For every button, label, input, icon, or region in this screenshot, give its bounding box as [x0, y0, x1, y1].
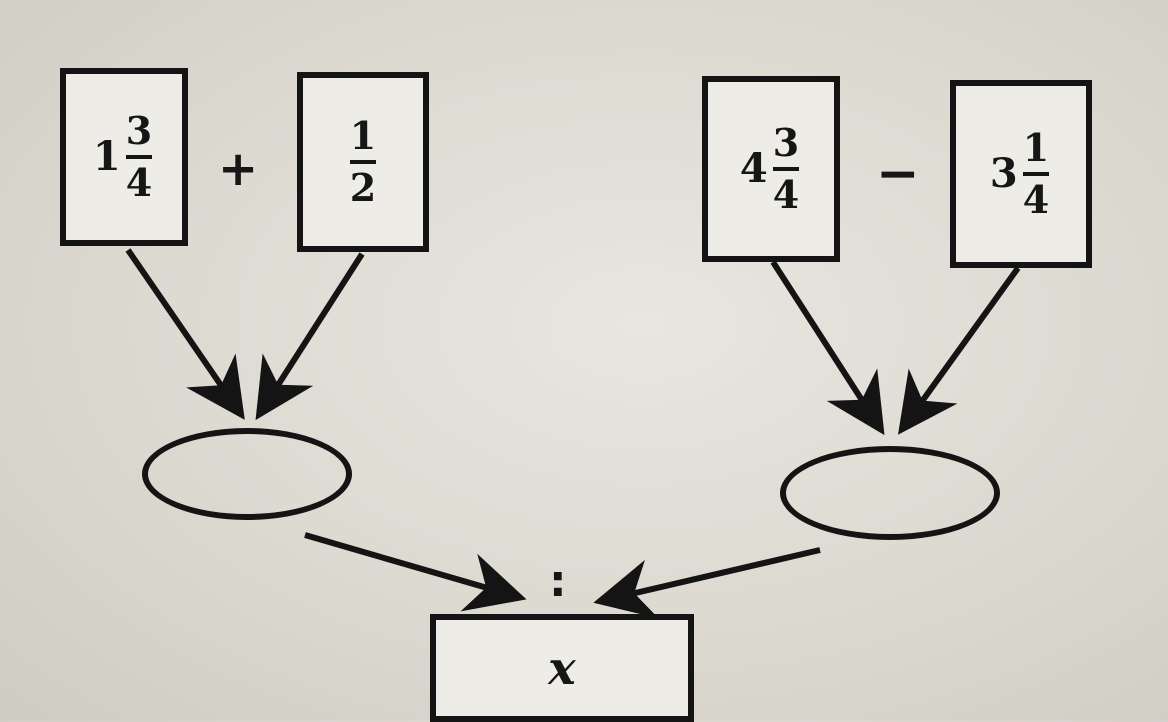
arrow-right-box2-to-oval [897, 266, 1021, 435]
division-sign: : [549, 556, 567, 607]
whole-part: 1 [92, 133, 121, 180]
arrow-left-box2-to-oval [255, 252, 365, 421]
fraction: 3 4 [123, 111, 155, 203]
fraction-bar [772, 167, 799, 171]
numerator: 3 [772, 120, 800, 166]
right-box-1-mixed-number: 4 3 4 [702, 76, 840, 262]
left-result-oval [142, 428, 352, 520]
fraction-bar [1022, 172, 1049, 176]
fraction: 1 2 [347, 116, 379, 208]
numerator: 1 [349, 113, 377, 159]
result-label: x [548, 641, 576, 695]
denominator: 4 [772, 172, 800, 217]
whole-part: 4 [739, 145, 768, 192]
plus-operator: + [218, 141, 259, 197]
numerator: 1 [1022, 125, 1050, 171]
right-box-2-mixed-number: 3 1 4 [950, 80, 1092, 268]
arrow-right-box1-to-oval [770, 260, 885, 436]
left-box-2-fraction: 1 2 [297, 72, 429, 252]
left-box-1-mixed-number: 1 3 4 [60, 68, 188, 246]
denominator: 2 [349, 165, 377, 210]
numerator: 3 [125, 108, 153, 154]
whole-part: 3 [989, 150, 1018, 197]
arrow-left-box1-to-oval [125, 248, 245, 420]
fraction: 3 4 [770, 123, 802, 215]
minus-operator: − [876, 144, 920, 204]
fraction-bar [125, 155, 152, 159]
arrow-right-oval-to-colon [593, 547, 821, 619]
fraction-bar [349, 160, 376, 164]
denominator: 4 [125, 160, 153, 205]
denominator: 4 [1022, 177, 1050, 222]
arrow-left-oval-to-colon [304, 532, 527, 612]
fraction: 1 4 [1020, 128, 1052, 220]
right-result-oval [780, 446, 1000, 540]
result-box-x: x [430, 614, 694, 722]
